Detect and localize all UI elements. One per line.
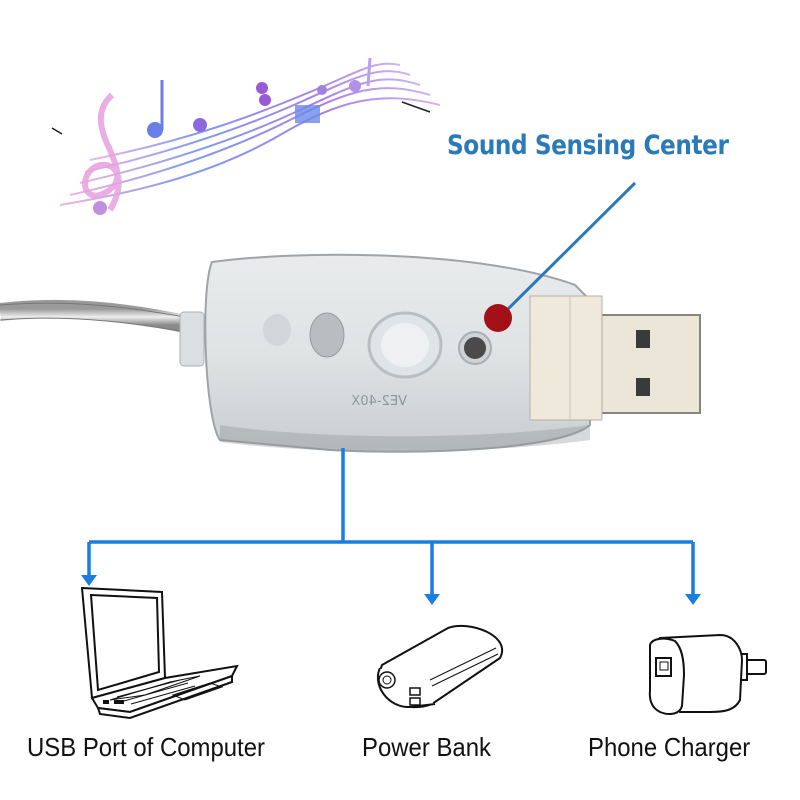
label-usb-port-of-computer: USB Port of Computer [27,732,265,762]
callout-title: Sound Sensing Center [447,130,729,161]
label-phone-charger: Phone Charger [588,732,751,762]
embossed-text: VE2-40X [351,394,407,409]
label-power-bank: Power Bank [362,732,491,762]
